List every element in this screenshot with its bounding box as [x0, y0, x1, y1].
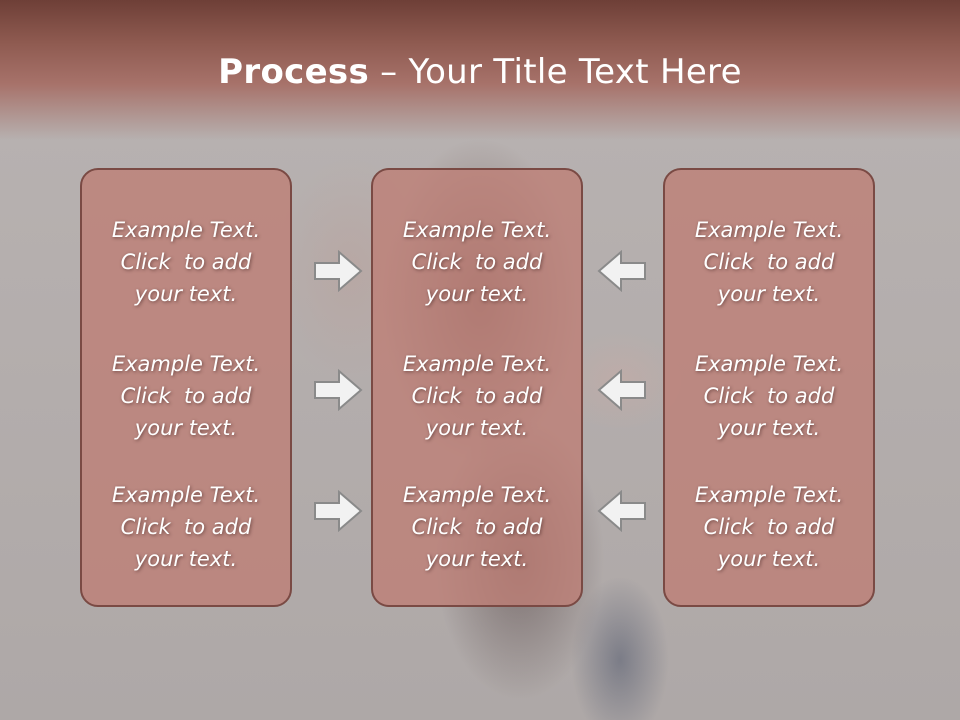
text-line: Click to add [703, 250, 835, 274]
slide-title-rest: – Your Title Text Here [369, 52, 742, 92]
title-bar [0, 0, 960, 140]
text-line: your text. [717, 547, 821, 571]
arrow-left-icon [597, 490, 646, 532]
text-line: Example Text. [694, 352, 844, 376]
text-line: Click to add [120, 384, 252, 408]
center-text-block-1[interactable]: Example Text. Click to add your text. [373, 214, 581, 310]
text-line: Example Text. [694, 483, 844, 507]
text-line: your text. [134, 416, 238, 440]
right-process-box[interactable]: Example Text. Click to add your text. Ex… [663, 168, 875, 607]
arrow-left-icon [597, 250, 646, 292]
text-line: your text. [717, 416, 821, 440]
center-process-box[interactable]: Example Text. Click to add your text. Ex… [371, 168, 583, 607]
text-line: Example Text. [694, 218, 844, 242]
text-line: your text. [425, 547, 529, 571]
arrow-right-icon [314, 250, 363, 292]
left-text-block-3[interactable]: Example Text. Click to add your text. [82, 479, 290, 575]
slide-title[interactable]: Process – Your Title Text Here [0, 52, 960, 92]
text-line: Example Text. [402, 218, 552, 242]
text-line: your text. [425, 416, 529, 440]
text-line: Click to add [120, 515, 252, 539]
left-text-block-2[interactable]: Example Text. Click to add your text. [82, 348, 290, 444]
text-line: Click to add [411, 250, 543, 274]
center-text-block-2[interactable]: Example Text. Click to add your text. [373, 348, 581, 444]
text-line: Click to add [703, 384, 835, 408]
right-text-block-3[interactable]: Example Text. Click to add your text. [665, 479, 873, 575]
text-line: Example Text. [402, 483, 552, 507]
text-line: Example Text. [111, 352, 261, 376]
text-line: Example Text. [111, 483, 261, 507]
left-process-box[interactable]: Example Text. Click to add your text. Ex… [80, 168, 292, 607]
text-line: Click to add [120, 250, 252, 274]
text-line: your text. [717, 282, 821, 306]
arrow-left-icon [597, 369, 646, 411]
text-line: Click to add [703, 515, 835, 539]
left-text-block-1[interactable]: Example Text. Click to add your text. [82, 214, 290, 310]
text-line: your text. [134, 547, 238, 571]
right-text-block-2[interactable]: Example Text. Click to add your text. [665, 348, 873, 444]
arrow-right-icon [314, 369, 363, 411]
text-line: your text. [134, 282, 238, 306]
text-line: your text. [425, 282, 529, 306]
text-line: Click to add [411, 515, 543, 539]
text-line: Example Text. [111, 218, 261, 242]
text-line: Example Text. [402, 352, 552, 376]
center-text-block-3[interactable]: Example Text. Click to add your text. [373, 479, 581, 575]
text-line: Click to add [411, 384, 543, 408]
arrow-right-icon [314, 490, 363, 532]
right-text-block-1[interactable]: Example Text. Click to add your text. [665, 214, 873, 310]
slide-title-bold: Process [218, 52, 370, 92]
